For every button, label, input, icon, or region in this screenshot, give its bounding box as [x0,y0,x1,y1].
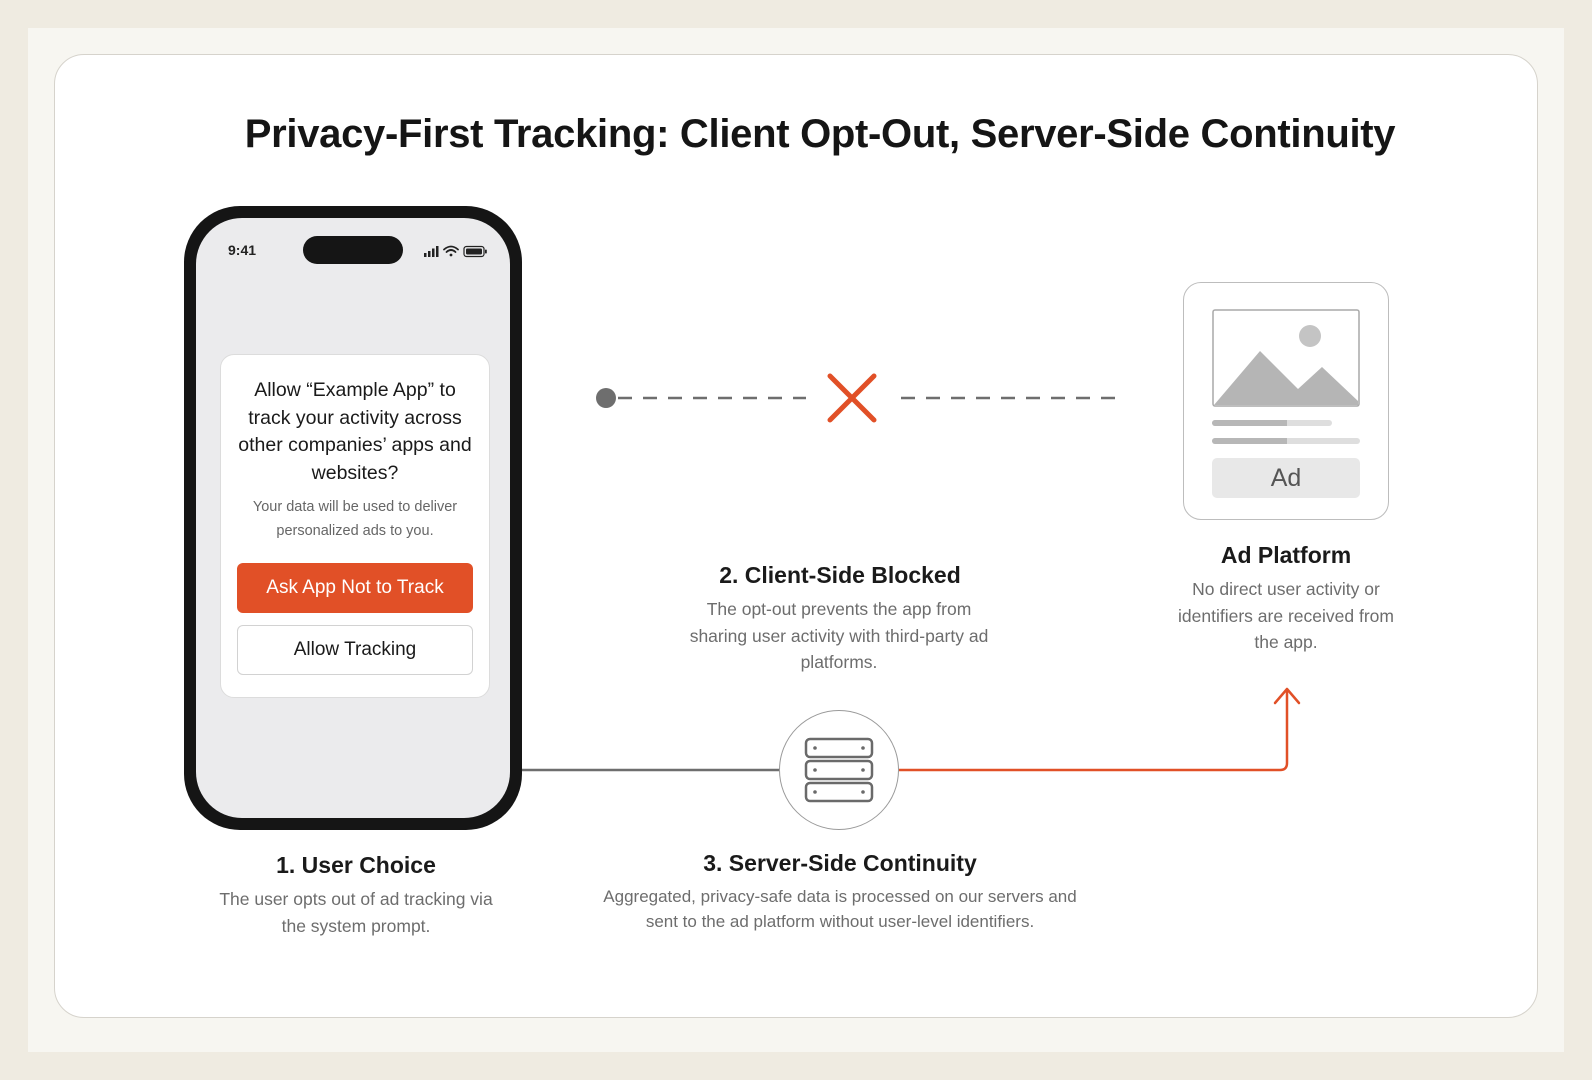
step-2-heading: 2. Client-Side Blocked [719,562,961,588]
dynamic-island [303,236,403,264]
ad-platform-card: Ad [1183,282,1389,520]
ad-platform-heading: Ad Platform [1220,542,1352,568]
signal-icon [424,246,439,257]
ad-text-line-1 [1212,420,1332,426]
phone-screen: 9:41 Allow “Example App” to track your a… [196,218,510,818]
step-3-description: Aggregated, privacy-safe data is process… [603,887,1077,931]
page-title: Privacy-First Tracking: Client Opt-Out, … [244,112,1396,156]
image-placeholder-icon [1212,309,1360,407]
ad-platform-description: No direct user activity or identifiers a… [1178,579,1394,652]
battery-icon [463,245,487,258]
blocked-path-start-dot [596,388,616,408]
status-time: 9:41 [228,242,257,258]
server-node [779,710,899,830]
server-to-ad-line [899,690,1289,772]
step-1-heading: 1. User Choice [276,852,436,878]
ad-text-line-2 [1212,438,1360,444]
tracking-permission-dialog: Allow “Example App” to track your activi… [220,354,490,698]
allow-tracking-button[interactable]: Allow Tracking [237,625,473,675]
x-icon [827,373,877,423]
phone-mockup: 9:41 Allow “Example App” to track your a… [184,206,522,830]
step-2-description: The opt-out prevents the app from sharin… [689,599,989,672]
step-1-description: The user opts out of ad tracking via the… [219,889,493,936]
status-icons [424,245,487,258]
wifi-icon [443,245,459,257]
dialog-title: Allow “Example App” to track your activi… [238,379,472,484]
arrow-up-icon [1273,687,1301,705]
ask-app-not-to-track-button[interactable]: Ask App Not to Track [237,563,473,613]
dialog-body: Your data will be used to deliver person… [252,499,458,539]
ad-badge: Ad [1212,458,1360,498]
server-icon [804,737,874,803]
step-3-heading: 3. Server-Side Continuity [703,850,977,876]
